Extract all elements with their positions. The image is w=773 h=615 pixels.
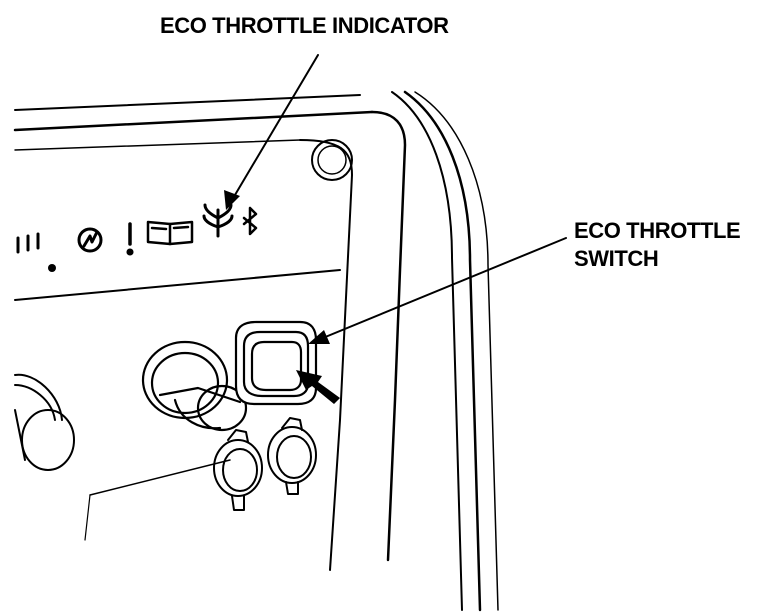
output-indicator-icon	[77, 227, 103, 253]
faceplate-edge	[14, 269, 341, 301]
indicator-leader-line	[231, 54, 319, 201]
panel-bezel-outer	[370, 110, 407, 562]
indicator-leader-arrowhead	[224, 190, 240, 210]
overload-indicator-icon	[16, 232, 40, 254]
panel-top-edge-1	[14, 94, 361, 111]
housing-outer-edge	[403, 90, 482, 612]
eco-leaf-icon	[202, 203, 234, 238]
panel-top-edge-3	[14, 139, 301, 151]
panel-top-edge-2	[13, 110, 374, 132]
housing-inner-edge	[391, 91, 463, 611]
screw-boss-inner	[317, 145, 347, 175]
panel-bezel-inner	[299, 139, 353, 571]
oil-alert-icon	[126, 222, 134, 256]
switch-label-line-2: SWITCH	[574, 246, 659, 271]
eco-throttle-switch-label: ECO THROTTLE SWITCH	[574, 217, 741, 273]
eco-throttle-switch	[234, 320, 318, 406]
switch-leader-line	[317, 237, 567, 341]
faceplate-lower-side	[84, 494, 91, 541]
press-arrow-icon	[296, 370, 340, 404]
outlet-knob-center	[141, 340, 248, 432]
outlet-knob-left	[14, 373, 75, 471]
screw-boss-outer	[311, 139, 353, 181]
outlet-cap-right	[267, 417, 317, 495]
indicator-lamp-dot	[48, 264, 56, 272]
outlet-cap-left	[213, 429, 263, 511]
switch-leader-arrowhead	[308, 330, 330, 344]
bluetooth-icon	[242, 206, 258, 236]
manual-book-icon	[146, 220, 194, 246]
switch-label-line-1: ECO THROTTLE	[574, 218, 741, 243]
faceplate-lower-edge	[89, 459, 231, 496]
eco-throttle-indicator-label: ECO THROTTLE INDICATOR	[160, 13, 449, 38]
housing-rim	[414, 91, 499, 611]
